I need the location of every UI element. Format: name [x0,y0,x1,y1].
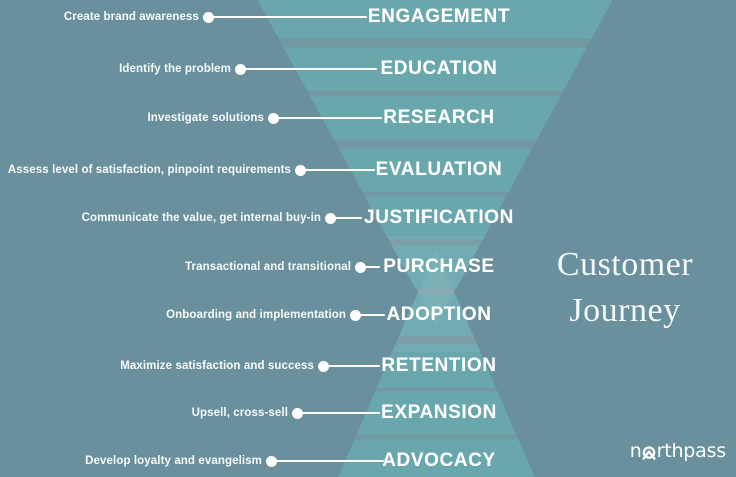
funnel-band-advocacy [338,439,535,477]
leader-line [300,169,375,171]
title-line-2: Journey [569,292,681,329]
stage-description: Develop loyalty and evangelism [85,455,262,467]
stage-row: Create brand awareness ENGAGEMENT [0,6,736,28]
stage-description: Upsell, cross-sell [191,407,288,419]
funnel-band-engagement [257,0,613,39]
funnel-band-retention [376,344,496,388]
stage-row: Transactional and transitional PURCHASE [0,256,736,278]
stage-row: Communicate the value, get internal buy-… [0,207,736,229]
stage-label-advocacy: ADVOCACY [382,450,496,471]
leader-line [273,117,382,119]
stage-label-justification: JUSTIFICATION [364,207,514,228]
funnel-band-justification [365,196,507,240]
stage-row: Maximize satisfaction and success RETENTI… [0,355,736,377]
northpass-logo: n rthpass [629,440,727,462]
stage-description: Create brand awareness [63,11,199,23]
leader-line [323,365,380,367]
leader-line [330,217,362,219]
stage-row: Develop loyalty and evangelism ADVOCACY [0,450,736,472]
stage-label-evaluation: EVALUATION [375,159,503,180]
stage-description: Maximize satisfaction and success [120,360,314,372]
leader-dot [294,164,306,176]
funnel-band-adoption [398,293,474,337]
leader-dot [324,212,336,224]
logo-text-suffix: rthpass [656,440,727,462]
funnel-band-expansion [356,391,517,435]
stage-description: Communicate the value, get internal buy-… [81,212,321,224]
stage-description: Identify the problem [119,63,231,75]
leader-line [297,412,380,414]
funnel-band-research [310,96,561,140]
northpass-logo-o-icon [642,445,656,460]
title-line-1: Customer [556,246,694,283]
funnel-band-purchase [391,245,480,289]
leader-dot [267,112,279,124]
stage-label-education: EDUCATION [380,58,498,79]
leader-dot [317,360,329,372]
leader-dot [234,63,246,75]
leader-dot [202,11,214,23]
stage-description: Transactional and transitional [185,261,351,273]
leader-line [271,460,384,462]
funnel-band-evaluation [338,148,533,192]
leader-line [208,16,367,18]
page-title: Customer Journey [540,242,710,334]
stage-label-adoption: ADOPTION [386,304,492,325]
stage-label-research: RESEARCH [383,107,495,128]
stage-row: Investigate solutions RESEARCH [0,107,736,129]
stage-label-purchase: PURCHASE [383,256,495,277]
leader-line [360,266,380,268]
stage-row: Onboarding and implementation ADOPTION [0,304,736,326]
stage-label-expansion: EXPANSION [381,402,497,423]
leader-line [240,68,377,70]
stage-row: Identify the problem EDUCATION [0,58,736,80]
logo-text-prefix: n [629,440,642,462]
stage-description: Investigate solutions [147,112,264,124]
leader-dot [265,455,277,467]
stage-description: Assess level of satisfaction, pinpoint r… [7,164,291,176]
stage-description: Onboarding and implementation [166,309,346,321]
stage-row: Upsell, cross-sell EXPANSION [0,402,736,424]
leader-dot [349,309,361,321]
stage-label-retention: RETENTION [381,355,497,376]
leader-dot [354,261,366,273]
funnel-band-education [283,47,587,91]
leader-line [355,314,385,316]
leader-dot [291,407,303,419]
stage-label-engagement: ENGAGEMENT [367,6,511,27]
stage-row: Assess level of satisfaction, pinpoint r… [0,159,736,181]
hourglass-waist-overlay [386,236,485,352]
